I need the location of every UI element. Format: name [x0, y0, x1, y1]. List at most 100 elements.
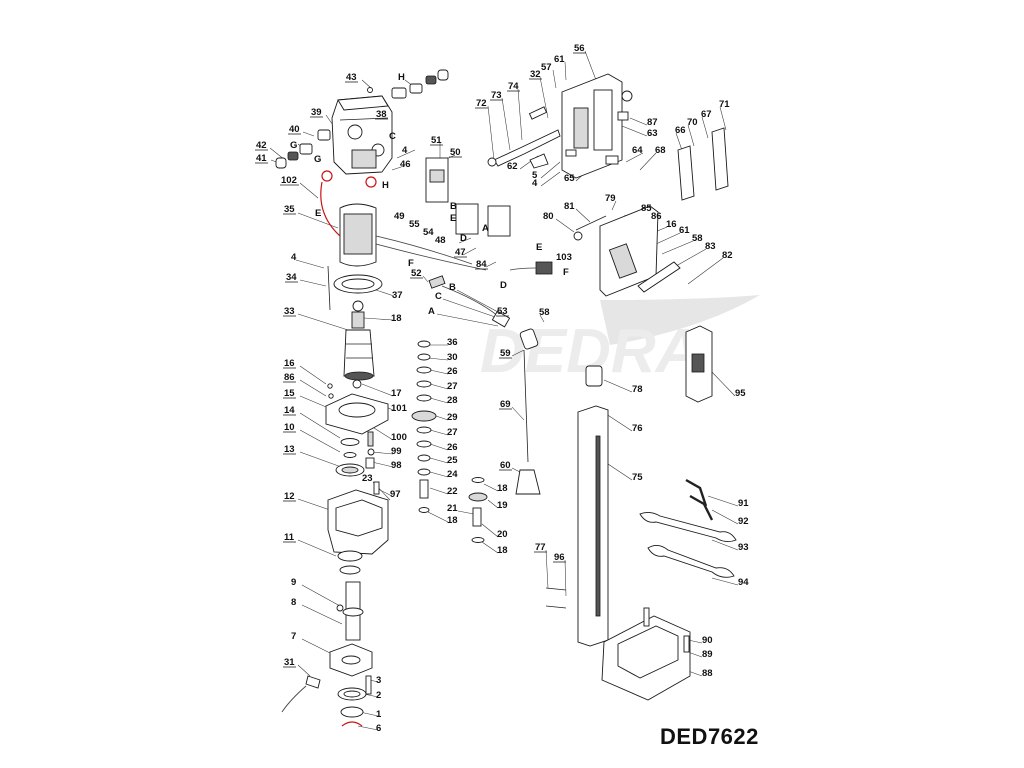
- callout-label: 62: [507, 161, 518, 172]
- callout-label: 92: [738, 516, 749, 527]
- callout-label: 102: [281, 175, 297, 186]
- callout-label: 63: [647, 128, 658, 139]
- callout-label: 37: [392, 290, 403, 301]
- stator-field-coil: [320, 181, 487, 271]
- callout-label: 55: [409, 219, 420, 230]
- callout-label: 58: [539, 307, 550, 318]
- callout-label: 26: [447, 442, 458, 453]
- callout-label: 66: [675, 125, 686, 136]
- callout-label: 98: [391, 460, 402, 471]
- callout-label: B: [449, 282, 456, 293]
- callout-label: F: [563, 267, 569, 278]
- callout-label: 82: [722, 250, 733, 261]
- callout-label: 16: [666, 219, 677, 230]
- callout-label: 48: [435, 235, 446, 246]
- callout-label: 53: [497, 306, 508, 317]
- callout-label: 76: [632, 423, 643, 434]
- callout-label: 46: [400, 159, 411, 170]
- model-code: DED7622: [660, 724, 759, 749]
- callout-label: 74: [508, 81, 519, 92]
- callout-label: 31: [284, 657, 295, 668]
- callout-label: 15: [284, 388, 295, 399]
- callout-label: 39: [311, 107, 322, 118]
- gearbox-parts: [325, 383, 389, 575]
- callout-label: 50: [450, 147, 461, 158]
- callout-label: 83: [705, 241, 716, 252]
- callout-label: 99: [391, 446, 402, 457]
- callout-label: E: [315, 208, 321, 219]
- callout-label: 29: [447, 412, 458, 423]
- callout-label: H: [382, 180, 389, 191]
- callout-label: G: [314, 154, 321, 165]
- callout-label: 89: [702, 649, 713, 660]
- callout-label: B: [450, 201, 457, 212]
- callout-label: 34: [286, 272, 297, 283]
- callout-label: 26: [447, 366, 458, 377]
- callout-label: 49: [394, 211, 405, 222]
- callout-label: 71: [719, 99, 730, 110]
- callout-label: E: [536, 242, 542, 253]
- callout-label: 61: [679, 225, 690, 236]
- callout-label: 5: [532, 170, 538, 181]
- callout-label: 90: [702, 635, 713, 646]
- callout-label: 20: [497, 529, 508, 540]
- callout-label: 21: [447, 503, 458, 514]
- callout-label: 12: [284, 491, 295, 502]
- switch-and-cable: [425, 157, 553, 328]
- callout-label: 27: [447, 381, 458, 392]
- callout-label: 1: [376, 709, 382, 720]
- callout-label: 64: [632, 145, 643, 156]
- callout-label: 86: [284, 372, 295, 383]
- motor-housing: [331, 95, 393, 175]
- callout-label: F: [408, 258, 414, 269]
- callout-label: H: [398, 72, 405, 83]
- callout-label: 17: [391, 388, 402, 399]
- callout-label: C: [389, 131, 396, 142]
- callout-label: 28: [447, 395, 458, 406]
- callout-label: 24: [447, 469, 458, 480]
- callout-label: E: [450, 213, 456, 224]
- callout-label: 56: [574, 43, 585, 54]
- callout-label: 9: [291, 577, 296, 588]
- callout-label: 97: [390, 489, 401, 500]
- callout-label: 68: [655, 145, 666, 156]
- callout-label: 59: [500, 348, 511, 359]
- callout-label: 7: [291, 631, 296, 642]
- callout-label: 3: [376, 675, 381, 686]
- callout-label: 41: [256, 153, 267, 164]
- callout-label: 94: [738, 577, 749, 588]
- callout-label: D: [500, 280, 507, 291]
- accessories: [639, 325, 737, 578]
- callout-label: 4: [532, 178, 538, 189]
- callout-label: 22: [447, 486, 458, 497]
- callout-label: 47: [455, 247, 466, 258]
- callout-label: 18: [447, 515, 458, 526]
- callout-label: 93: [738, 542, 749, 553]
- callout-label: 38: [376, 109, 387, 120]
- callout-label: 32: [530, 69, 541, 80]
- callout-label: 75: [632, 472, 643, 483]
- callout-label: 27: [447, 427, 458, 438]
- callout-label: 18: [391, 313, 402, 324]
- callout-label: 95: [735, 388, 746, 399]
- callout-label: 100: [391, 432, 407, 443]
- callout-label: 84: [476, 259, 487, 270]
- callout-label: 81: [564, 201, 575, 212]
- rotor-armature: [327, 265, 383, 389]
- callout-label: 14: [284, 405, 295, 416]
- spindle-assembly: [281, 581, 373, 727]
- callout-label: 52: [411, 268, 422, 279]
- callout-label: 57: [541, 62, 552, 73]
- callout-label: 36: [447, 337, 458, 348]
- callout-label: 16: [284, 358, 295, 369]
- callout-label: 65: [564, 173, 575, 184]
- carriage-assembly: [487, 73, 633, 179]
- callout-label: 25: [447, 455, 458, 466]
- callout-label: G: [290, 140, 297, 151]
- callout-label: 73: [491, 90, 502, 101]
- callout-label: 43: [346, 72, 357, 83]
- brush-holders: [275, 69, 449, 188]
- callout-label: 23: [362, 473, 373, 484]
- callout-label: 40: [289, 124, 300, 135]
